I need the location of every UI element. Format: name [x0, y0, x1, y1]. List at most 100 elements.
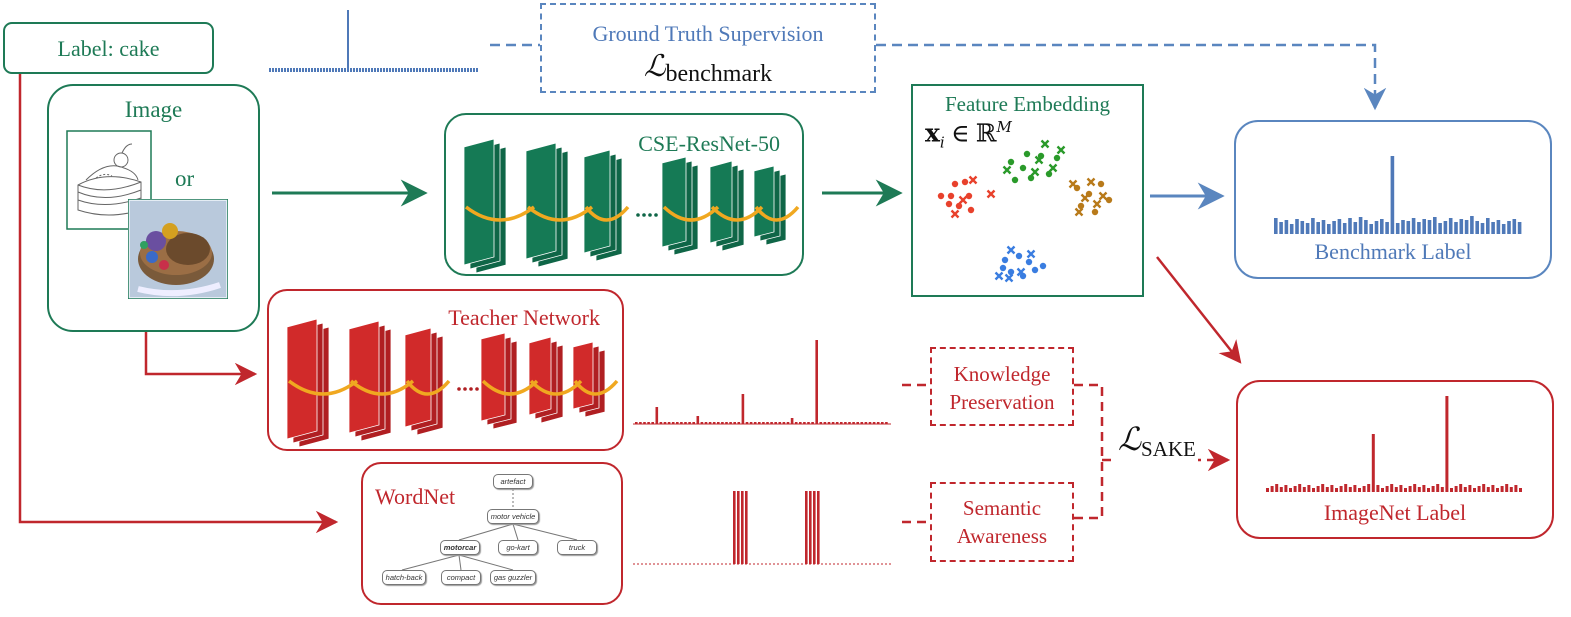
- bar: [766, 422, 769, 424]
- cluster-point: [1007, 268, 1015, 276]
- bar: [425, 68, 427, 72]
- cluster-point: [1034, 155, 1044, 165]
- bar: [1438, 223, 1442, 234]
- skip-connection: [287, 379, 359, 396]
- cluster-point: [1080, 193, 1090, 203]
- bar: [717, 422, 720, 424]
- bar: [725, 422, 728, 424]
- bar: [680, 422, 683, 424]
- bar: [1491, 222, 1495, 234]
- bar: [778, 422, 782, 424]
- gt-title: Ground Truth Supervision: [592, 21, 824, 46]
- cluster-scatter-icon: [937, 139, 1113, 283]
- bar: [1284, 220, 1289, 234]
- bar: [805, 491, 808, 564]
- bar: [401, 68, 403, 72]
- bar: [1445, 396, 1449, 492]
- bar: [1311, 218, 1315, 234]
- bar: [815, 340, 818, 424]
- bar: [356, 68, 358, 72]
- bar: [1440, 487, 1444, 492]
- bar: [803, 422, 806, 424]
- ellipsis-dot: [475, 387, 479, 391]
- bar: [1427, 220, 1432, 234]
- bar: [296, 68, 298, 72]
- bar: [287, 68, 289, 72]
- bar: [371, 68, 373, 72]
- bar: [700, 422, 704, 424]
- bar: [817, 491, 820, 564]
- bar: [1468, 485, 1472, 492]
- arrow-image-to-teacher: [144, 332, 258, 386]
- bar: [762, 422, 765, 424]
- bar: [1454, 222, 1458, 234]
- bar: [885, 422, 888, 424]
- layer-slab: [528, 336, 552, 416]
- bar: [359, 68, 361, 72]
- knowledge-line1: Knowledge: [953, 362, 1051, 386]
- bar: [404, 68, 406, 72]
- cluster-point: [1006, 245, 1016, 255]
- cluster-point: [937, 192, 945, 200]
- bar: [1436, 484, 1440, 492]
- cluster-point: [1025, 258, 1033, 266]
- bar: [377, 68, 379, 72]
- bar: [344, 68, 346, 72]
- bar: [290, 68, 292, 72]
- bar: [419, 68, 421, 72]
- bar: [1450, 488, 1453, 492]
- bar: [872, 422, 876, 424]
- bar: [733, 422, 736, 424]
- bar: [1470, 216, 1474, 234]
- bar: [831, 422, 835, 424]
- bar: [1500, 486, 1504, 492]
- cluster-point: [1045, 170, 1053, 178]
- bar: [314, 68, 316, 72]
- bar: [1332, 221, 1336, 234]
- cluster-point: [1053, 154, 1061, 162]
- cluster-point: [947, 192, 955, 200]
- imagenet-label-box: ImageNet Label: [1236, 380, 1554, 539]
- bar: [1512, 219, 1517, 234]
- bar: [1448, 218, 1453, 234]
- wordnet-node-gas-guzzler: gas guzzler: [490, 570, 536, 585]
- bar: [1289, 488, 1292, 492]
- bar: [434, 68, 436, 72]
- sake-loss: ℒSAKE: [1116, 420, 1198, 462]
- bar: [1443, 221, 1448, 234]
- bar: [458, 68, 460, 72]
- wordnet-output-distribution: [633, 491, 891, 565]
- skip-connection: [481, 379, 539, 396]
- layer-slab: [525, 142, 557, 260]
- bar: [1385, 486, 1389, 492]
- bar: [1417, 487, 1421, 492]
- cluster-point: [1001, 256, 1009, 264]
- skip-connection: [584, 205, 630, 222]
- cluster-point: [1056, 145, 1066, 155]
- bar: [368, 68, 370, 72]
- bar: [1321, 484, 1325, 492]
- bar: [455, 68, 457, 72]
- bar: [470, 68, 472, 72]
- layer-slab: [404, 327, 432, 428]
- bar: [1300, 221, 1305, 234]
- bar: [786, 422, 790, 424]
- bar: [275, 68, 277, 72]
- bar: [1371, 434, 1375, 492]
- bar: [774, 422, 777, 424]
- feature-formula: xi ∈ ℝM: [925, 118, 1012, 152]
- layer-slab: [661, 156, 687, 248]
- bar: [864, 422, 868, 424]
- cluster-point: [965, 192, 973, 200]
- bar: [380, 68, 382, 72]
- bar: [1390, 156, 1395, 234]
- bar: [284, 68, 286, 72]
- bar: [1330, 485, 1334, 492]
- bar: [733, 491, 736, 564]
- cluster-point: [1004, 273, 1014, 283]
- bar: [745, 422, 749, 424]
- bar: [1477, 486, 1481, 492]
- bar: [753, 422, 757, 424]
- ellipsis-dot: [463, 387, 467, 391]
